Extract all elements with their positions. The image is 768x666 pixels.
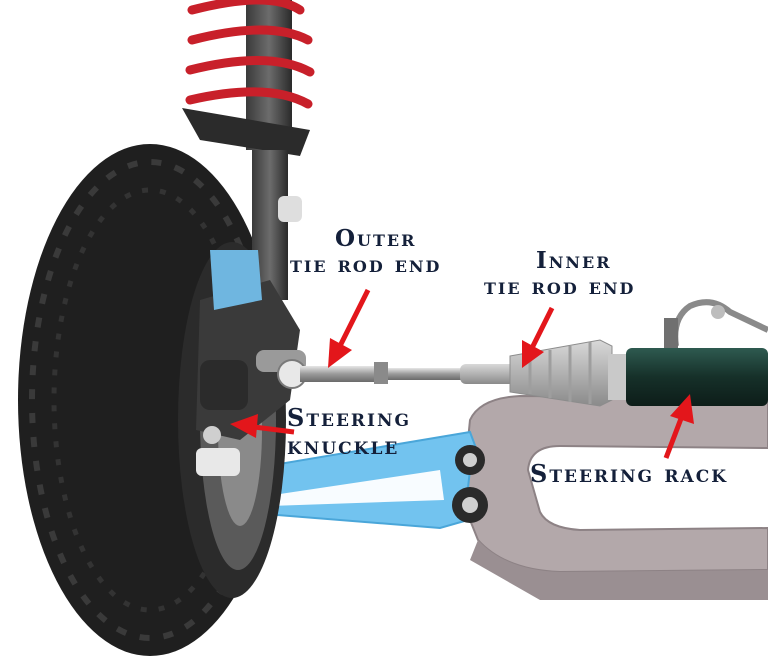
label-steering-knuckle: Steering knuckle [287,404,411,459]
label-inner-tie-rod-end: Inner tie rod end [484,247,636,301]
arrow-inner-tie-rod-end [522,306,555,368]
tie-rod [256,339,630,407]
arrow-steering-knuckle [230,414,295,438]
knuckle [196,250,300,476]
strut-assembly [182,0,315,300]
subframe [460,394,768,600]
label-inner-line2: tie rod end [484,273,636,301]
label-knuckle-line1: Steering [287,403,412,432]
steering-rack [626,299,768,406]
label-steering-rack: Steering rack [530,459,729,488]
label-inner-line1: Inner [536,247,612,274]
label-outer-tie-rod-end: Outer tie rod end [290,225,442,279]
label-knuckle-line2: knuckle [287,430,400,460]
label-outer-line2: tie rod end [290,251,442,279]
arrow-steering-rack [663,394,694,459]
label-outer-line1: Outer [335,225,417,252]
arrow-outer-tie-rod-end [328,288,371,368]
